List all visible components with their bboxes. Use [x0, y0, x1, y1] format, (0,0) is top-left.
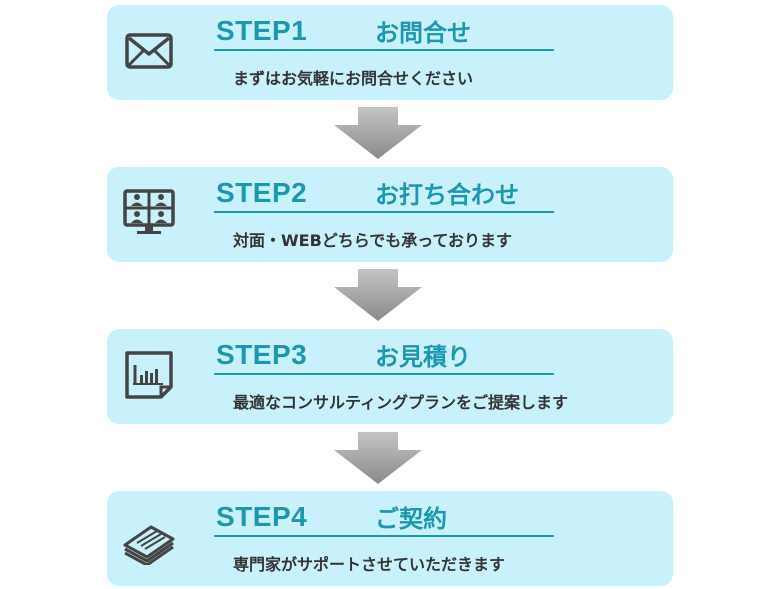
step-name: お見積り — [375, 343, 471, 371]
title-underline — [214, 373, 554, 375]
step-name: お打ち合わせ — [375, 181, 519, 209]
down-arrow-icon — [330, 269, 426, 321]
step-card-1: STEP1 お問合せ まずはお気軽にお問合せください — [107, 5, 673, 100]
document-stack-icon — [121, 509, 177, 565]
video-meeting-icon — [121, 185, 177, 241]
step-title: STEP2 — [216, 177, 308, 208]
step-description: 最適なコンサルティングプランをご提案します — [233, 393, 569, 412]
report-chart-icon — [121, 347, 177, 403]
title-underline — [214, 49, 554, 51]
step-card-2: STEP2 お打ち合わせ 対面・WEBどちらでも承っております — [107, 167, 673, 262]
title-underline — [214, 211, 554, 213]
step-description: 専門家がサポートさせていただきます — [233, 555, 506, 574]
step-name: ご契約 — [375, 505, 447, 533]
step-title: STEP3 — [216, 339, 308, 370]
title-underline — [214, 535, 554, 537]
step-card-3: STEP3 お見積り 最適なコンサルティングプランをご提案します — [107, 329, 673, 424]
down-arrow-icon — [330, 107, 426, 159]
down-arrow-icon — [330, 432, 426, 484]
step-title: STEP4 — [216, 501, 308, 532]
step-description: まずはお気軽にお問合せください — [233, 69, 474, 88]
step-description: 対面・WEBどちらでも承っております — [233, 231, 513, 250]
step-card-4: STEP4 ご契約 専門家がサポートさせていただきます — [107, 491, 673, 586]
step-name: お問合せ — [375, 19, 471, 47]
step-title: STEP1 — [216, 15, 308, 46]
envelope-icon — [121, 23, 177, 79]
